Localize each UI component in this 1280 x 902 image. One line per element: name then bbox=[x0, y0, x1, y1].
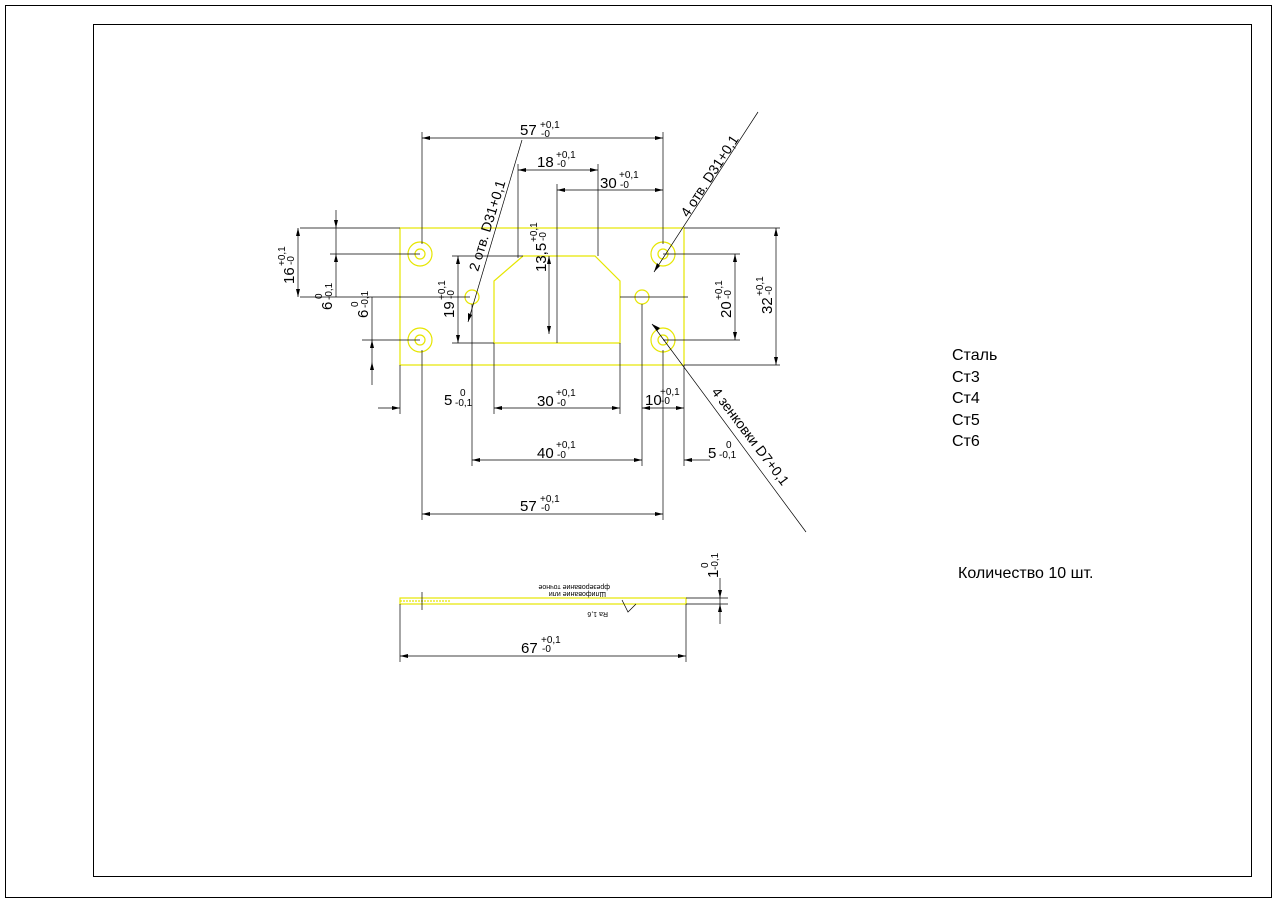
svg-text:+0,1: +0,1 bbox=[541, 635, 561, 646]
part-drawing: 57 +0,1 -0 18 +0,1 -0 30 +0,1 -0 13,5 +0… bbox=[277, 111, 807, 662]
svg-text:57: 57 bbox=[520, 498, 537, 515]
svg-text:19: 19 bbox=[441, 301, 458, 318]
material-grade: Ст6 bbox=[952, 433, 980, 450]
svg-text:-0: -0 bbox=[661, 396, 670, 407]
svg-text:-0: -0 bbox=[620, 180, 629, 191]
leader-countersinks: 4 зенковки D7+0,1 bbox=[709, 384, 793, 488]
svg-text:-0: -0 bbox=[541, 129, 550, 140]
svg-text:6: 6 bbox=[319, 302, 336, 310]
svg-text:+0,1: +0,1 bbox=[660, 387, 680, 398]
dim-left-hole-pitch: 16 +0,1 -0 bbox=[277, 246, 298, 284]
svg-text:+0,1: +0,1 bbox=[529, 222, 540, 242]
svg-text:30: 30 bbox=[537, 393, 554, 410]
drawing-frame bbox=[93, 24, 1252, 877]
svg-text:-0,1: -0,1 bbox=[719, 450, 737, 461]
svg-text:0: 0 bbox=[350, 301, 361, 307]
dim-hole-span: 40 +0,1 -0 bbox=[537, 440, 576, 462]
svg-text:-0: -0 bbox=[557, 450, 566, 461]
svg-text:-0: -0 bbox=[541, 503, 550, 514]
svg-text:+0,1: +0,1 bbox=[619, 170, 639, 181]
svg-text:-0: -0 bbox=[723, 290, 734, 299]
material-grade: Ст5 bbox=[952, 411, 980, 429]
svg-text:+0,1: +0,1 bbox=[540, 120, 560, 131]
dim-slot-height: 19 +0,1 -0 bbox=[437, 280, 458, 318]
plate-outline bbox=[399, 227, 685, 366]
materials-list: Сталь Ст3 Ст4 Ст5 Ст6 bbox=[952, 345, 997, 453]
dim-left-offset-a: 6 0 -0,1 bbox=[314, 282, 336, 310]
svg-text:57: 57 bbox=[520, 122, 537, 139]
svg-text:5: 5 bbox=[708, 445, 716, 462]
dimension-lines bbox=[297, 111, 807, 533]
svg-text:-0,1: -0,1 bbox=[455, 398, 473, 409]
svg-text:+0,1: +0,1 bbox=[437, 280, 448, 300]
dim-overall-height: 32 +0,1 -0 bbox=[755, 276, 776, 314]
svg-text:18: 18 bbox=[537, 154, 554, 171]
svg-text:-0,1: -0,1 bbox=[324, 282, 335, 300]
svg-text:0: 0 bbox=[460, 388, 466, 399]
svg-text:+0,1: +0,1 bbox=[755, 276, 766, 296]
svg-text:-0: -0 bbox=[764, 286, 775, 295]
svg-text:40: 40 bbox=[537, 445, 554, 462]
dim-right-edge: 5 0 -0,1 bbox=[708, 440, 737, 462]
quantity-note: Количество 10 шт. bbox=[958, 565, 1094, 582]
svg-text:-0,1: -0,1 bbox=[360, 290, 371, 308]
svg-text:6: 6 bbox=[355, 310, 372, 318]
leader-right-holes: 4 отв. D31+0,1 bbox=[677, 132, 742, 220]
dim-slot-width-upper: 30 +0,1 -0 bbox=[600, 170, 639, 192]
svg-text:-0,1: -0,1 bbox=[710, 552, 721, 570]
dim-slot-depth: 13,5 +0,1 -0 bbox=[529, 222, 550, 272]
outer-border bbox=[5, 5, 1272, 898]
material-grade: Ст3 bbox=[952, 368, 980, 386]
dim-thickness: 1 0 -0,1 bbox=[700, 552, 722, 578]
dim-right-gap: 10 +0,1 -0 bbox=[645, 387, 680, 409]
svg-text:Шлифование или: Шлифование или bbox=[549, 590, 606, 597]
svg-text:20: 20 bbox=[718, 301, 735, 318]
dim-bottom-overall: 57 +0,1 -0 bbox=[520, 494, 560, 515]
svg-text:+0,1: +0,1 bbox=[556, 440, 576, 451]
svg-text:32: 32 bbox=[759, 297, 776, 314]
svg-text:1: 1 bbox=[705, 570, 722, 578]
dim-side-length: 67 +0,1 -0 bbox=[521, 635, 561, 657]
dim-slot-bottom: 30 +0,1 -0 bbox=[537, 388, 576, 410]
svg-text:+0,1: +0,1 bbox=[714, 280, 725, 300]
svg-text:+0,1: +0,1 bbox=[540, 494, 560, 505]
svg-text:-0: -0 bbox=[446, 290, 457, 299]
dim-right-hole-pitch: 20 +0,1 -0 bbox=[714, 280, 735, 318]
svg-text:-0: -0 bbox=[286, 256, 297, 265]
svg-text:-0: -0 bbox=[557, 159, 566, 170]
svg-text:5: 5 bbox=[444, 392, 452, 409]
svg-text:0: 0 bbox=[726, 440, 732, 451]
dim-top-overall: 57 +0,1 -0 bbox=[520, 120, 560, 140]
side-view bbox=[399, 578, 728, 662]
arrowheads bbox=[296, 136, 778, 516]
svg-text:-0: -0 bbox=[538, 232, 549, 241]
svg-text:30: 30 bbox=[600, 175, 617, 192]
side-view-note: Ra 1,6 Шлифование или фрезерование точно… bbox=[538, 583, 610, 617]
svg-text:16: 16 bbox=[281, 267, 298, 284]
svg-text:+0,1: +0,1 bbox=[556, 388, 576, 399]
svg-text:фрезерование точное: фрезерование точное bbox=[538, 583, 610, 590]
svg-text:13,5: 13,5 bbox=[533, 243, 550, 272]
svg-text:67: 67 bbox=[521, 640, 538, 657]
dim-left-offset-b: 6 0 -0,1 bbox=[350, 290, 372, 318]
svg-text:Ra 1,6: Ra 1,6 bbox=[587, 610, 608, 617]
svg-text:-0: -0 bbox=[557, 398, 566, 409]
material-heading: Сталь bbox=[952, 347, 998, 364]
svg-text:0: 0 bbox=[314, 293, 325, 299]
material-grade: Ст4 bbox=[952, 390, 980, 407]
svg-text:-0: -0 bbox=[542, 644, 551, 655]
svg-text:0: 0 bbox=[700, 562, 711, 568]
dim-left-edge: 5 0 -0,1 bbox=[444, 388, 473, 409]
svg-text:+0,1: +0,1 bbox=[556, 150, 576, 161]
svg-text:10: 10 bbox=[645, 392, 662, 409]
svg-text:+0,1: +0,1 bbox=[277, 246, 288, 266]
dim-slot-top: 18 +0,1 -0 bbox=[537, 150, 576, 171]
